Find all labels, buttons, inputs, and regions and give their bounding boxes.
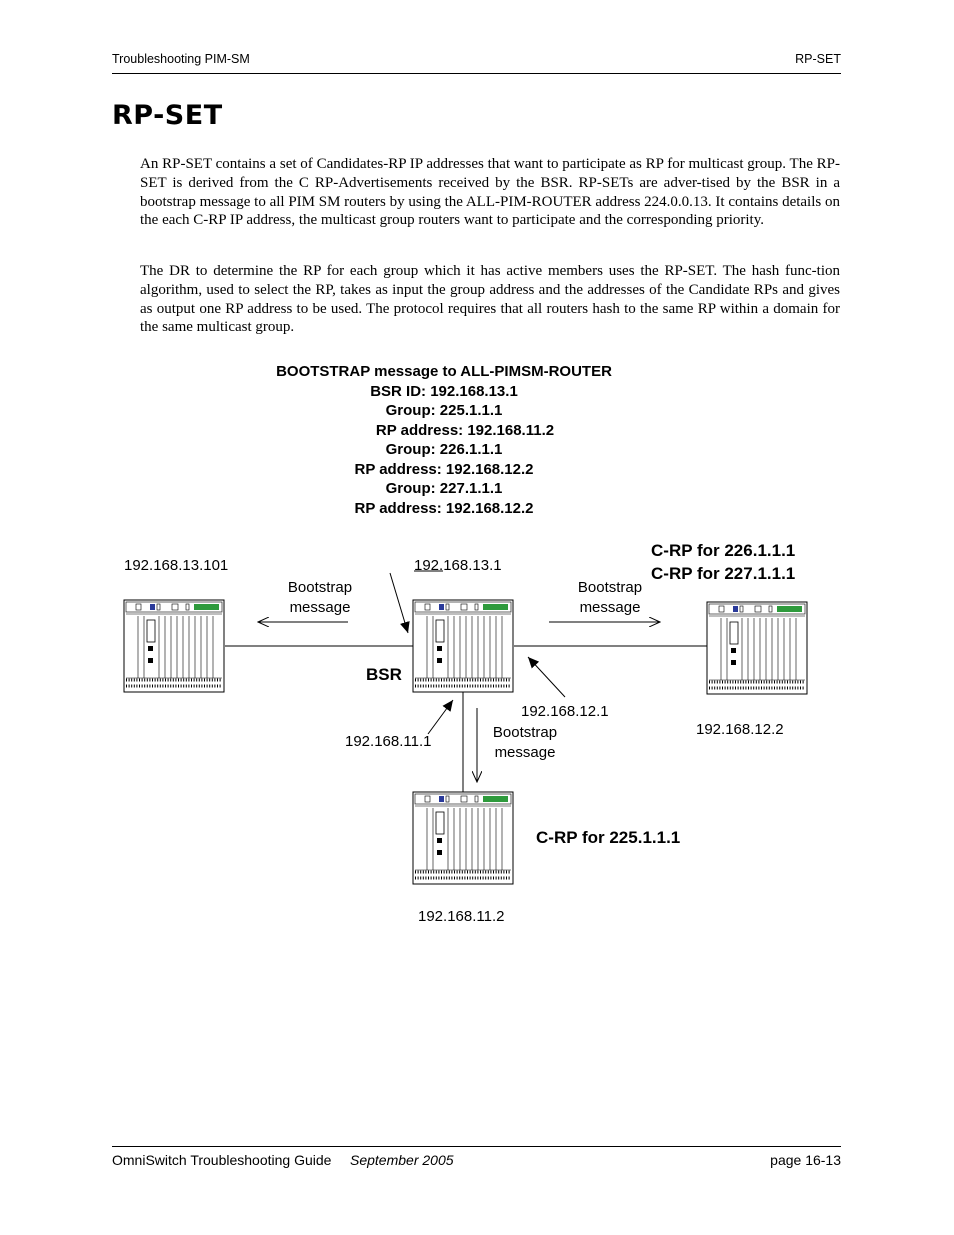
- bootstrap-left-line-2: message: [289, 598, 351, 616]
- bootstrap-left-line-1: Bootstrap: [287, 579, 353, 596]
- bootstrap-right-line-1: Bootstrap: [577, 579, 643, 596]
- crp-right-line-2: C-RP for 227.1.1.1: [651, 564, 796, 583]
- bootstrap-line-3: Group: 225.1.1.1: [385, 402, 503, 419]
- pointer-11-1: [427, 699, 454, 735]
- crp-right-line-1: C-RP for 226.1.1.1: [651, 541, 796, 560]
- header-section: RP-SET: [795, 52, 841, 66]
- router-right: [705, 600, 809, 696]
- crp-bottom: C-RP for 225.1.1.1: [536, 828, 681, 847]
- label-ip-12-1: 192.168.12.1: [521, 703, 609, 720]
- bootstrap-line-7: Group: 227.1.1.1: [385, 480, 503, 497]
- label-ip-right-router: 192.168.12.2: [696, 721, 784, 738]
- label-ip-bsr: 192.168.13.1: [414, 557, 502, 574]
- page-title: RP-SET: [112, 100, 223, 131]
- bootstrap-line-6: RP address: 192.168.12.2: [354, 460, 534, 478]
- pointer-13-1: [389, 572, 410, 634]
- header-chapter: Troubleshooting PIM-SM: [112, 52, 250, 66]
- bootstrap-line-8: RP address: 192.168.12.2: [354, 499, 534, 517]
- router-left: [122, 598, 226, 694]
- footer-rule: [112, 1146, 841, 1147]
- footer-date: September 2005: [350, 1152, 454, 1168]
- footer-page-number: page 16-13: [770, 1152, 841, 1168]
- header-rule: [112, 73, 841, 74]
- label-bsr: BSR: [366, 665, 402, 684]
- bootstrap-line-1: BOOTSTRAP message to ALL-PIMSM-ROUTER: [276, 363, 612, 380]
- bootstrap-down-line-1: Bootstrap: [492, 724, 558, 741]
- bootstrap-down-line-2: message: [494, 743, 556, 761]
- footer-guide-title: OmniSwitch Troubleshooting Guide: [112, 1152, 332, 1168]
- bootstrap-right-line-2: message: [579, 598, 641, 616]
- router-bsr: [411, 598, 515, 694]
- label-ip-left-router: 192.168.13.101: [124, 557, 229, 574]
- bootstrap-line-2: BSR ID: 192.168.13.1: [370, 382, 518, 400]
- bootstrap-line-5: Group: 226.1.1.1: [385, 441, 503, 458]
- paragraph-2: The DR to determine the RP for each grou…: [140, 263, 840, 336]
- pointer-12-1: [527, 656, 566, 698]
- paragraph-1: An RP-SET contains a set of Candidates-R…: [140, 156, 840, 229]
- label-ip-11-1: 192.168.11.1: [345, 733, 432, 750]
- label-ip-bottom-router: 192.168.11.2: [418, 908, 505, 925]
- router-bottom: [411, 790, 515, 886]
- bootstrap-line-4: RP address: 192.168.11.2: [375, 421, 555, 439]
